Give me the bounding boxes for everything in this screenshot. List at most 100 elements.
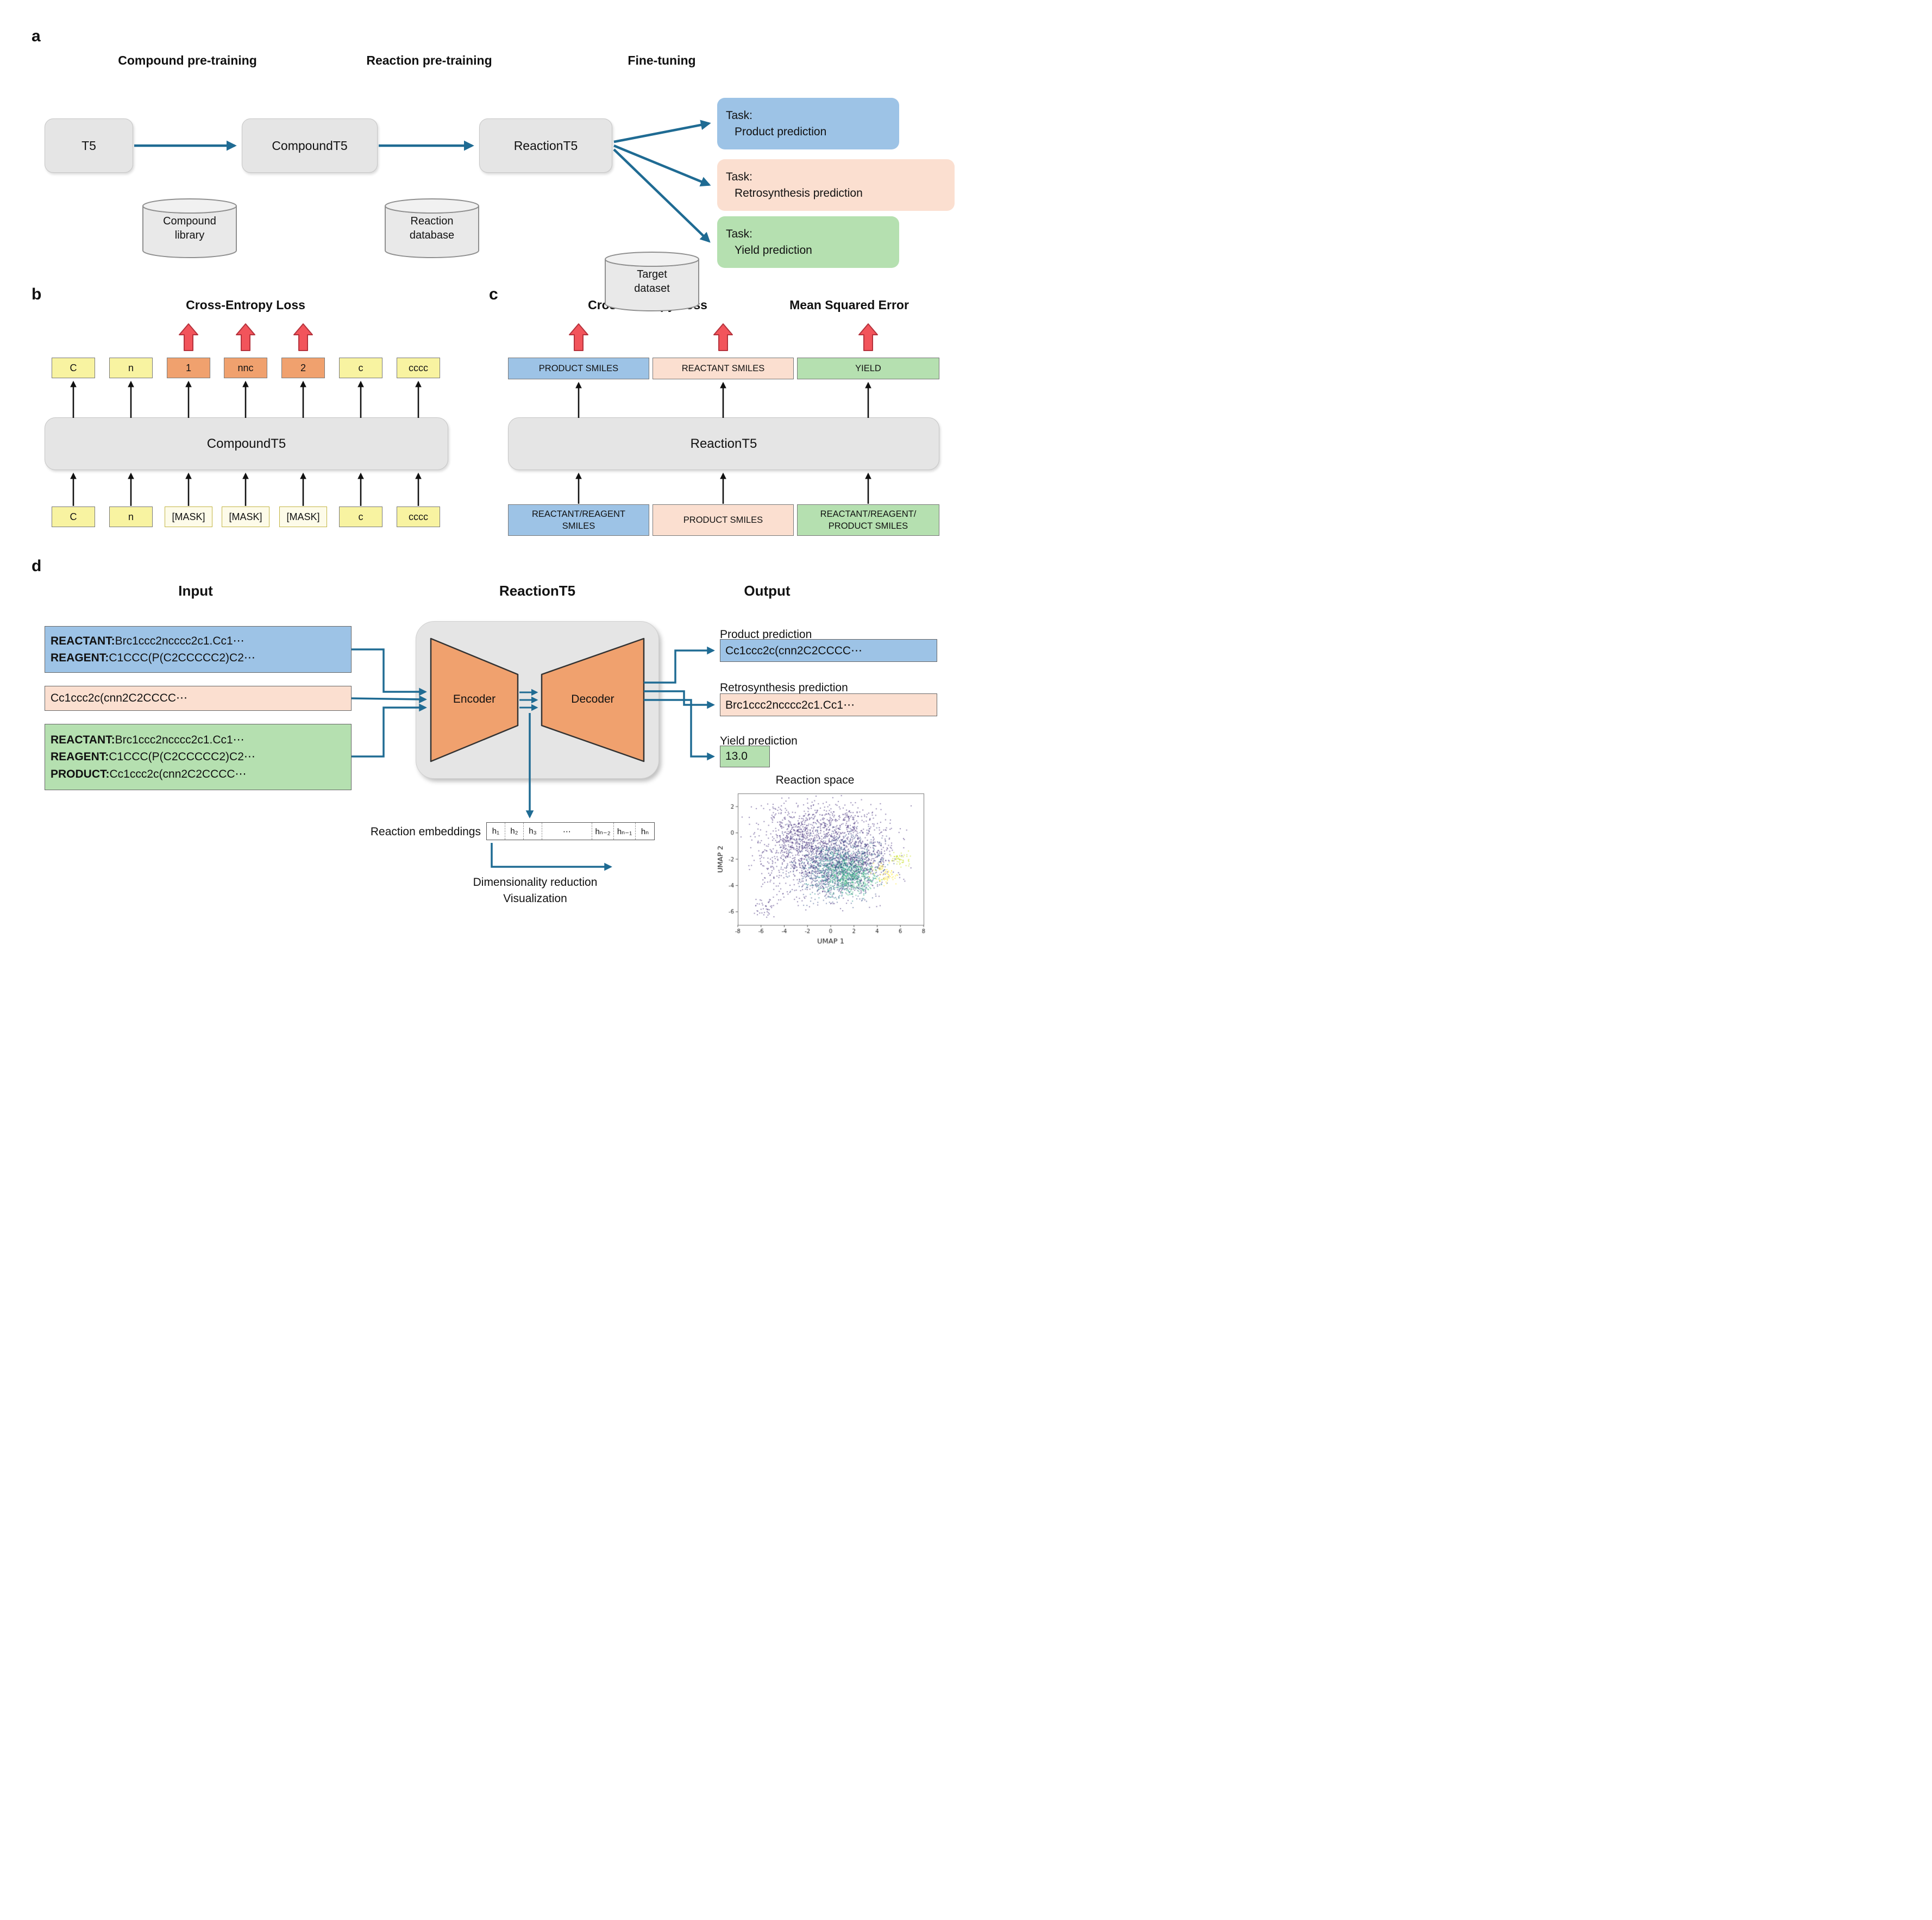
input-product-smiles: PRODUCT SMILES bbox=[653, 504, 794, 536]
red-up-arrow bbox=[713, 323, 733, 351]
t5-box: T5 bbox=[45, 118, 133, 173]
input-token-mask: [MASK] bbox=[222, 506, 269, 527]
retrosynthesis-prediction-label: Retrosynthesis prediction bbox=[720, 681, 848, 694]
smiles-prefix: REACTANT: bbox=[51, 733, 115, 746]
compoundt5-box-label: CompoundT5 bbox=[272, 138, 348, 153]
db-line: library bbox=[174, 229, 205, 241]
task-yield-prediction: Task: Yield prediction bbox=[717, 216, 899, 268]
panel-b-loss-arrows bbox=[179, 323, 313, 351]
smiles-prefix: REAGENT: bbox=[51, 652, 109, 664]
compound-library-database: Compound library bbox=[143, 214, 236, 242]
task-prefix: Task: bbox=[726, 228, 753, 241]
output-header: Output bbox=[744, 583, 791, 599]
input-token: c bbox=[339, 506, 382, 527]
red-up-arrow bbox=[293, 323, 313, 351]
compoundt5-model-box: CompoundT5 bbox=[45, 417, 448, 470]
cross-entropy-loss-title-b: Cross-Entropy Loss bbox=[186, 298, 305, 312]
input-token: C bbox=[52, 506, 95, 527]
target-dataset-database: Target dataset bbox=[605, 267, 699, 296]
task-prefix: Task: bbox=[726, 109, 753, 122]
reactiont5-box-label: ReactionT5 bbox=[513, 138, 578, 153]
input-box-product: Cc1ccc2c(cnn2C2CCCC⋯ bbox=[45, 686, 352, 711]
smiles-text: Brc1ccc2ncccc2c1.Cc1⋯ bbox=[115, 634, 244, 647]
reactiont5-encoder-decoder-container bbox=[416, 621, 659, 779]
input-reactant-reagent-product-smiles: REACTANT/REAGENT/ PRODUCT SMILES bbox=[797, 504, 939, 536]
input-box-reactant-reagent: REACTANT:Brc1ccc2ncccc2c1.Cc1⋯ REAGENT:C… bbox=[45, 626, 352, 673]
task-prefix: Task: bbox=[726, 171, 753, 184]
arrow-input3-to-encoder bbox=[352, 703, 427, 758]
embedding-cell: h₂ bbox=[505, 823, 524, 840]
input-reactant-reagent-smiles: REACTANT/REAGENT SMILES bbox=[508, 504, 649, 536]
mean-squared-error-title: Mean Squared Error bbox=[789, 298, 909, 312]
product-prediction-value: Cc1ccc2c(cnn2C2CCCC⋯ bbox=[720, 639, 937, 662]
task-name: Product prediction bbox=[735, 125, 827, 138]
arrow-input1-to-encoder bbox=[352, 648, 427, 696]
embedding-cell: h₁ bbox=[487, 823, 505, 840]
reaction-database: Reaction database bbox=[385, 214, 479, 242]
io-line: SMILES bbox=[562, 521, 595, 531]
arrow-reactiont5-to-retro-task bbox=[613, 144, 711, 186]
input-token-mask: [MASK] bbox=[279, 506, 327, 527]
output-product-smiles: PRODUCT SMILES bbox=[508, 358, 649, 379]
cross-entropy-loss-title-c: Cross-Entropy Loss bbox=[588, 298, 707, 312]
dimensionality-reduction-label: Dimensionality reduction bbox=[473, 876, 598, 889]
db-line: database bbox=[409, 229, 455, 241]
compoundt5-box: CompoundT5 bbox=[242, 118, 378, 173]
input-token: cccc bbox=[397, 506, 440, 527]
red-up-arrow bbox=[179, 323, 198, 351]
retrosynthesis-prediction-value: Brc1ccc2ncccc2c1.Cc1⋯ bbox=[720, 693, 937, 716]
embedding-cell: hₙ bbox=[641, 827, 649, 836]
smiles-text: C1CCC(P(C2CCCCC2)C2⋯ bbox=[109, 652, 255, 664]
embedding-cell: hₙ₋₁ bbox=[614, 823, 636, 840]
compound-library-cylinder-top bbox=[142, 198, 237, 214]
red-up-arrow bbox=[569, 323, 588, 351]
output-token-masked-predicted: nnc bbox=[224, 358, 267, 378]
visualization-label: Visualization bbox=[503, 892, 567, 905]
red-up-arrow bbox=[858, 323, 878, 351]
io-line: REACTANT/REAGENT/ bbox=[820, 509, 917, 519]
input-token: n bbox=[109, 506, 153, 527]
yield-prediction-label: Yield prediction bbox=[720, 735, 798, 747]
output-token: c bbox=[339, 358, 382, 378]
task-name: Yield prediction bbox=[735, 243, 812, 257]
figure-reactiont5: a Compound pre-training Reaction pre-tra… bbox=[0, 0, 966, 960]
t5-box-label: T5 bbox=[81, 138, 96, 153]
stage-title-reaction-pretraining: Reaction pre-training bbox=[366, 53, 492, 67]
panel-c-label: c bbox=[489, 285, 498, 303]
smiles-text: Cc1ccc2c(cnn2C2CCCC⋯ bbox=[51, 692, 188, 705]
io-line: PRODUCT SMILES bbox=[828, 521, 908, 531]
arrow-reactiont5-to-yield-task bbox=[613, 148, 711, 243]
task-product-prediction: Task: Product prediction bbox=[717, 98, 899, 149]
panel-b-label: b bbox=[32, 285, 42, 303]
reaction-embeddings-label: Reaction embeddings bbox=[370, 825, 481, 838]
output-token: C bbox=[52, 358, 95, 378]
smiles-prefix: REACTANT: bbox=[51, 634, 115, 647]
decoder-label: Decoder bbox=[571, 693, 614, 705]
smiles-prefix: PRODUCT: bbox=[51, 767, 110, 780]
reaction-database-cylinder-top bbox=[385, 198, 479, 214]
smiles-text: Brc1ccc2ncccc2c1.Cc1⋯ bbox=[115, 733, 244, 746]
db-line: Compound bbox=[163, 215, 216, 227]
output-yield: YIELD bbox=[797, 358, 939, 379]
reactiont5-box: ReactionT5 bbox=[479, 118, 612, 173]
output-reactant-smiles: REACTANT SMILES bbox=[653, 358, 794, 379]
stage-title-compound-pretraining: Compound pre-training bbox=[118, 53, 257, 67]
reactiont5-header: ReactionT5 bbox=[499, 583, 576, 599]
output-token-masked-predicted: 1 bbox=[167, 358, 210, 378]
encoder-label: Encoder bbox=[453, 693, 496, 705]
stage-title-finetuning: Fine-tuning bbox=[628, 53, 696, 67]
umap-scatter-canvas bbox=[716, 787, 929, 950]
db-line: Reaction bbox=[410, 215, 454, 227]
input-header: Input bbox=[178, 583, 213, 599]
product-prediction-label: Product prediction bbox=[720, 628, 812, 641]
reaction-embeddings-vector: h₁ h₂ h₃ ⋯ hₙ₋₂ hₙ₋₁ hₙ bbox=[486, 822, 655, 840]
reactiont5-model-box: ReactionT5 bbox=[508, 417, 939, 470]
task-retrosynthesis-prediction: Task: Retrosynthesis prediction bbox=[717, 159, 955, 211]
embedding-cell: h₃ bbox=[524, 823, 542, 840]
db-line: Target bbox=[637, 268, 667, 280]
target-dataset-cylinder-top bbox=[605, 252, 699, 267]
embedding-cell: hₙ₋₂ bbox=[592, 823, 614, 840]
smiles-prefix: REAGENT: bbox=[51, 751, 109, 764]
io-line: REACTANT/REAGENT bbox=[531, 509, 626, 519]
input-box-reactant-reagent-product: REACTANT:Brc1ccc2ncccc2c1.Cc1⋯ REAGENT:C… bbox=[45, 724, 352, 790]
